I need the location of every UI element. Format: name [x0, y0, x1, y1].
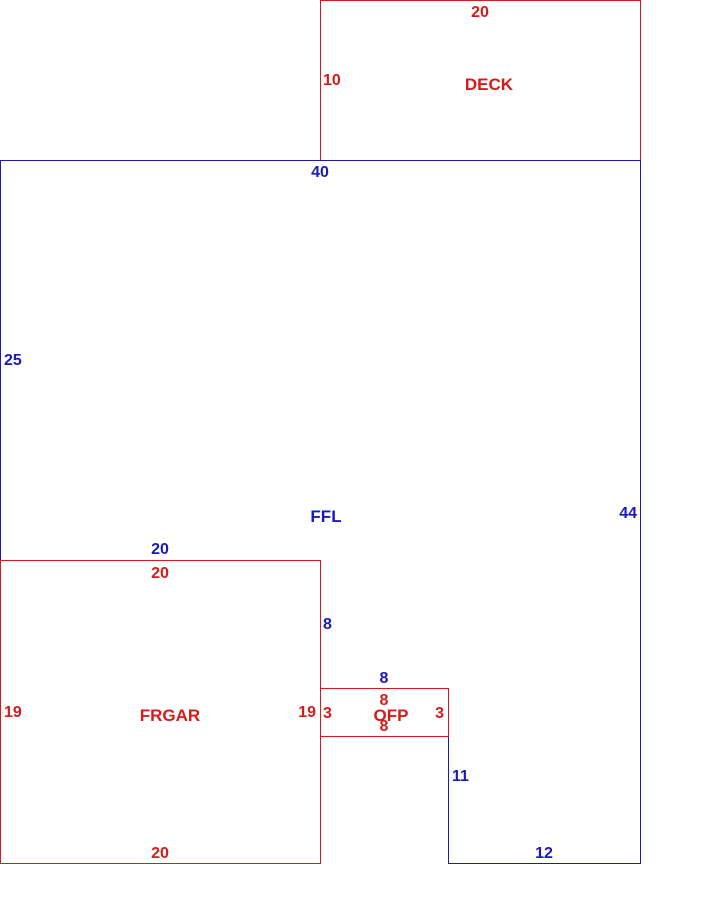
- ffl-top-dimension: 40: [311, 164, 329, 181]
- ofp-outline: [320, 688, 449, 737]
- ffl-lower-side-dimension: 11: [452, 768, 469, 785]
- ofp-area-label: OFP: [374, 706, 409, 725]
- ofp-bottom-dimension: 8: [380, 718, 389, 735]
- frgar-right-dimension: 19: [298, 704, 316, 721]
- ffl-porch-top-dimension: 8: [380, 670, 389, 687]
- deck-left-dimension: 10: [323, 72, 341, 89]
- frgar-left-dimension: 19: [4, 704, 22, 721]
- frgar-top-dimension: 20: [151, 565, 169, 582]
- ffl-right-dimension: 44: [619, 505, 637, 522]
- ofp-top-dimension: 8: [380, 692, 389, 709]
- deck-top-dimension: 20: [471, 4, 489, 21]
- ffl-bottom-dimension: 12: [535, 845, 553, 862]
- ffl-left-dimension: 25: [4, 352, 22, 369]
- ffl-garage-top-dimension: 20: [151, 541, 169, 558]
- ofp-right-dimension: 3: [435, 705, 444, 722]
- frgar-bottom-dimension: 20: [151, 845, 169, 862]
- ffl-garage-side-dimension: 8: [323, 616, 332, 633]
- ofp-left-dimension: 3: [323, 705, 332, 722]
- ffl-area-label: FFL: [310, 507, 341, 526]
- frgar-area-label: FRGAR: [140, 706, 200, 725]
- deck-area-label: DECK: [465, 75, 514, 94]
